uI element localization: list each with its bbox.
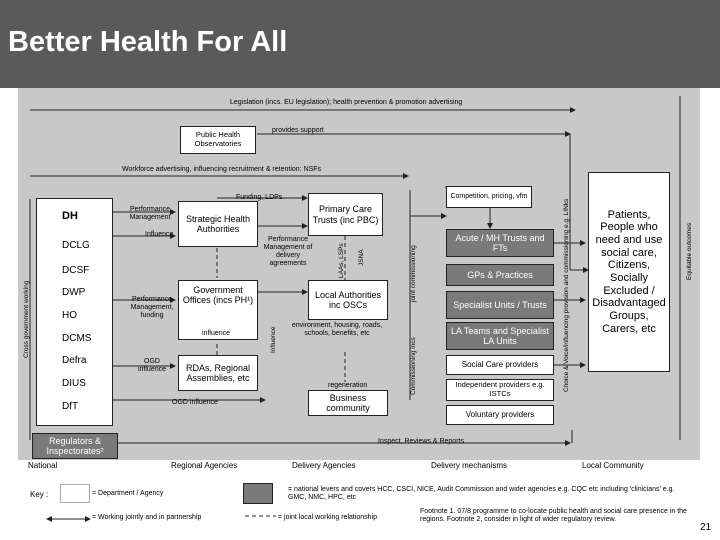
equitable-outcomes-label: Equitable outcomes bbox=[686, 222, 693, 280]
ogd-influence-label: OGD influence bbox=[137, 358, 167, 374]
dept-defra: Defra bbox=[62, 355, 87, 366]
inspect-reviews-label: Inspect, Reviews & Reports bbox=[378, 438, 464, 445]
key-department-swatch bbox=[60, 484, 90, 503]
regulators-inspectorates-box: Regulators & Inspectorates² bbox=[32, 433, 118, 459]
dept-dft: DfT bbox=[62, 401, 79, 412]
influence-lower-label: influence bbox=[202, 330, 231, 337]
commissioning-incs-label: Commissioning incs bbox=[410, 337, 417, 395]
influence-vertical-label: Influence bbox=[270, 326, 277, 353]
key-joint-local-label: = joint local working relationship bbox=[278, 514, 378, 521]
joint-commissioning-label: joint commissioning bbox=[410, 245, 417, 302]
jsna-label: JSNA bbox=[358, 249, 365, 266]
environment-housing-label: environment, housing, roads, schools, be… bbox=[291, 322, 383, 338]
footnote: Footnote 1. 07/8 programme to co-locate … bbox=[420, 508, 687, 524]
independent-providers-box: Independent providers e.g. ISTCs bbox=[446, 379, 554, 401]
la-teams-box: LA Teams and Specialist LA Units bbox=[446, 322, 554, 350]
choice-voice-band-label: Choice & Voice/influencing provision and… bbox=[563, 198, 570, 392]
cross-government-working-label: Cross government working bbox=[23, 280, 30, 358]
key-national-levers-label: = national levers and covers HCC, CSCI, … bbox=[288, 486, 675, 502]
business-community-box: Business community bbox=[308, 390, 388, 416]
specialist-units-box: Specialist Units / Trusts bbox=[446, 291, 554, 319]
laas-lsps-label: LAAs, LSPs bbox=[338, 243, 345, 278]
provides-support-label: provides support bbox=[272, 127, 324, 134]
column-delivery-agencies: Delivery Agencies bbox=[292, 461, 356, 470]
government-offices-box: Government Offices (incs PH¹) bbox=[178, 280, 258, 340]
key-national-levers-swatch bbox=[243, 483, 273, 504]
voluntary-providers-box: Voluntary providers bbox=[446, 405, 554, 425]
dept-dcms: DCMS bbox=[62, 333, 92, 344]
competition-pricing-box: Competition, pricing, vfm bbox=[446, 186, 532, 208]
public-health-observatories-box: Public Health Observatories bbox=[180, 126, 256, 154]
performance-management-label: Performance Management bbox=[129, 206, 171, 222]
acute-mh-trusts-box: Acute / MH Trusts and FTs bbox=[446, 229, 554, 257]
dept-dclg: DCLG bbox=[62, 240, 90, 251]
dept-dwp: DWP bbox=[62, 287, 86, 298]
gps-practices-box: GPs & Practices bbox=[446, 264, 554, 286]
influence-label: Influence bbox=[145, 231, 174, 238]
column-local-community: Local Community bbox=[582, 461, 644, 470]
primary-care-trusts-box: Primary Care Trusts (inc PBC) bbox=[308, 193, 383, 236]
regeneration-label: regeneration bbox=[328, 382, 368, 389]
key-label: Key : bbox=[30, 490, 49, 499]
page-title: Better Health For All bbox=[8, 26, 288, 58]
performance-management-funding-label: Performance Management, funding bbox=[130, 296, 174, 320]
dept-dh: DH bbox=[62, 210, 78, 222]
key-joint-label: = Working jointly and in partnership bbox=[92, 514, 202, 521]
workforce-band-label: Workforce advertising, influencing recru… bbox=[122, 166, 322, 173]
local-authorities-box: Local Authorities inc OSCs bbox=[308, 280, 388, 320]
column-regional-agencies: Regional Agencies bbox=[171, 461, 238, 470]
ogd-influence-bottom-label: OGD influence bbox=[172, 399, 218, 406]
header-bar: Better Health For All bbox=[0, 0, 720, 88]
performance-management-delivery-label: Performance Management of delivery agree… bbox=[263, 236, 313, 268]
page-number: 21 bbox=[700, 522, 712, 533]
column-delivery-mechanisms: Delivery mechanisms bbox=[431, 461, 508, 470]
key-department-label: = Department / Agency bbox=[92, 490, 164, 497]
dept-dcsf: DCSF bbox=[62, 265, 90, 276]
funding-ldps-label: Funding, LDPs bbox=[236, 194, 283, 201]
strategic-health-authorities-box: Strategic Health Authorities bbox=[178, 201, 258, 247]
dept-ho: HO bbox=[62, 310, 77, 321]
national-departments-panel bbox=[36, 198, 113, 426]
dept-dius: DIUS bbox=[62, 378, 86, 389]
social-care-providers-box: Social Care providers bbox=[446, 355, 554, 375]
legislation-band-label: Legislation (incs. EU legislation); heal… bbox=[230, 99, 463, 106]
patients-citizens-box: Patients, People who need and use social… bbox=[588, 172, 670, 372]
column-national: National bbox=[28, 461, 58, 470]
rdas-regional-assemblies-box: RDAs, Regional Assemblies, etc bbox=[178, 355, 258, 391]
